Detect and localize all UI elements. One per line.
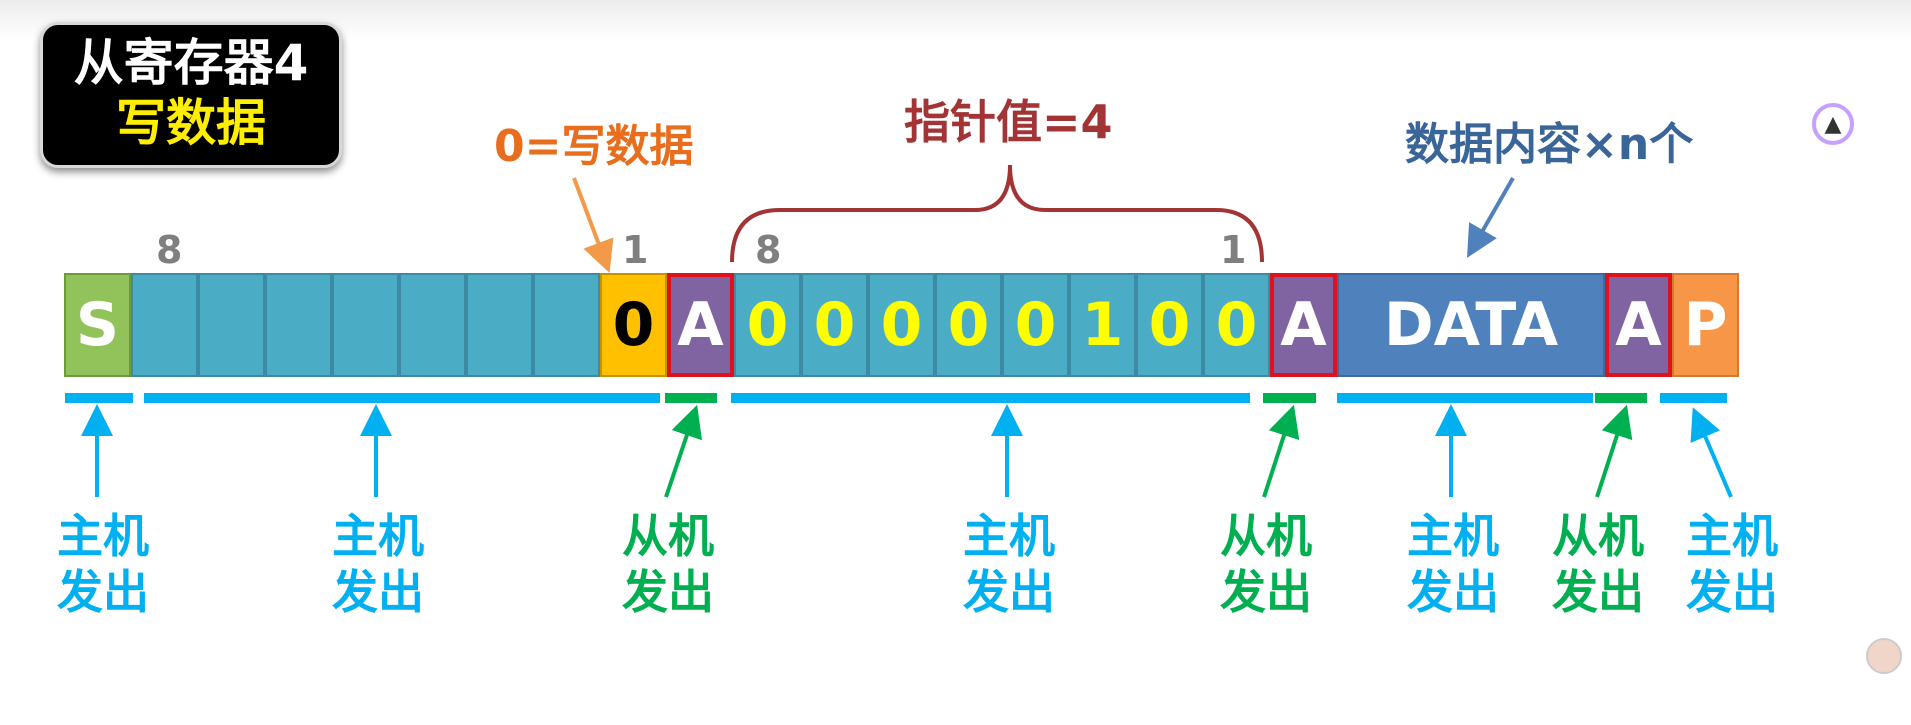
register-bit-cell: 0 <box>1203 273 1270 377</box>
master-bar-address <box>144 393 660 403</box>
caption-line: 主机 <box>1407 509 1499 563</box>
caption-line: 主机 <box>963 509 1055 563</box>
address-bit-cell <box>265 273 332 377</box>
master-bar-start <box>65 393 133 403</box>
caption-slave-1: 从机 发出 <box>613 508 723 620</box>
caption-line: 主机 <box>1686 509 1778 563</box>
stop-cell: P <box>1672 273 1739 377</box>
slave-arrow-1 <box>664 404 703 498</box>
pointer-note: 指针值=4 <box>904 95 1113 149</box>
title-box: 从寄存器4 写数据 <box>40 22 342 168</box>
reg-bit-end: 1 <box>1220 228 1247 272</box>
start-cell: S <box>64 273 131 377</box>
ack-cell-3: A <box>1605 273 1672 377</box>
register-bit-cell: 0 <box>1002 273 1069 377</box>
master-arrow-5 <box>1690 407 1733 498</box>
register-bit-cell: 0 <box>801 273 868 377</box>
caption-master-2: 主机 发出 <box>323 508 433 620</box>
ack-cell-2: A <box>1270 273 1337 377</box>
caption-line: 主机 <box>332 509 424 563</box>
slave-bar-ack2 <box>1263 393 1316 403</box>
master-bar-data <box>1337 393 1593 403</box>
register-bit-cell: 0 <box>935 273 1002 377</box>
slave-arrow-2 <box>1262 404 1300 498</box>
slave-bar-ack1 <box>665 393 717 403</box>
caption-line: 发出 <box>1552 565 1644 619</box>
caption-line: 发出 <box>963 565 1055 619</box>
address-bit-cell <box>399 273 466 377</box>
rw-note-arrow <box>572 177 614 273</box>
caption-master-4: 主机 发出 <box>1398 508 1508 620</box>
uploader-avatar <box>1866 638 1902 674</box>
caption-line: 主机 <box>57 509 149 563</box>
addr-bit-start: 8 <box>156 228 183 272</box>
data-note-arrow <box>1467 177 1515 258</box>
caption-master-1: 主机 发出 <box>48 508 158 620</box>
caption-line: 发出 <box>1686 565 1778 619</box>
reg-bit-start: 8 <box>755 228 782 272</box>
address-bit-cell <box>332 273 399 377</box>
address-bit-cell <box>131 273 198 377</box>
address-bit-cell <box>533 273 600 377</box>
register-bit-cell: 0 <box>868 273 935 377</box>
rw-note: 0=写数据 <box>494 121 694 172</box>
title-line-2: 写数据 <box>116 94 266 152</box>
caption-slave-2: 从机 发出 <box>1211 508 1321 620</box>
caption-line: 发出 <box>1407 565 1499 619</box>
caption-line: 从机 <box>1220 509 1312 563</box>
register-bit-cell: 0 <box>1136 273 1203 377</box>
caption-master-3: 主机 发出 <box>954 508 1064 620</box>
register-bit-cell: 1 <box>1069 273 1136 377</box>
ack-cell-1: A <box>667 273 734 377</box>
caption-line: 发出 <box>622 565 714 619</box>
caption-line: 发出 <box>332 565 424 619</box>
caption-line: 发出 <box>57 565 149 619</box>
caption-master-5: 主机 发出 <box>1677 508 1787 620</box>
addr-bit-end: 1 <box>622 228 649 272</box>
slave-bar-ack3 <box>1595 393 1647 403</box>
caption-line: 从机 <box>622 509 714 563</box>
address-bit-cell <box>466 273 533 377</box>
data-cell: DATA <box>1337 273 1605 377</box>
master-bar-register <box>731 393 1250 403</box>
caption-line: 从机 <box>1552 509 1644 563</box>
rw-bit-cell: 0 <box>600 273 667 377</box>
title-line-1: 从寄存器4 <box>73 34 309 92</box>
slave-arrow-3 <box>1595 404 1633 498</box>
tv-badge-icon: ▲ <box>1812 103 1854 145</box>
pointer-brace <box>730 164 1264 263</box>
register-bit-cell: 0 <box>734 273 801 377</box>
caption-line: 发出 <box>1220 565 1312 619</box>
master-bar-stop <box>1660 393 1727 403</box>
caption-slave-3: 从机 发出 <box>1543 508 1653 620</box>
address-bit-cell <box>198 273 265 377</box>
data-note: 数据内容×n个 <box>1405 119 1694 170</box>
